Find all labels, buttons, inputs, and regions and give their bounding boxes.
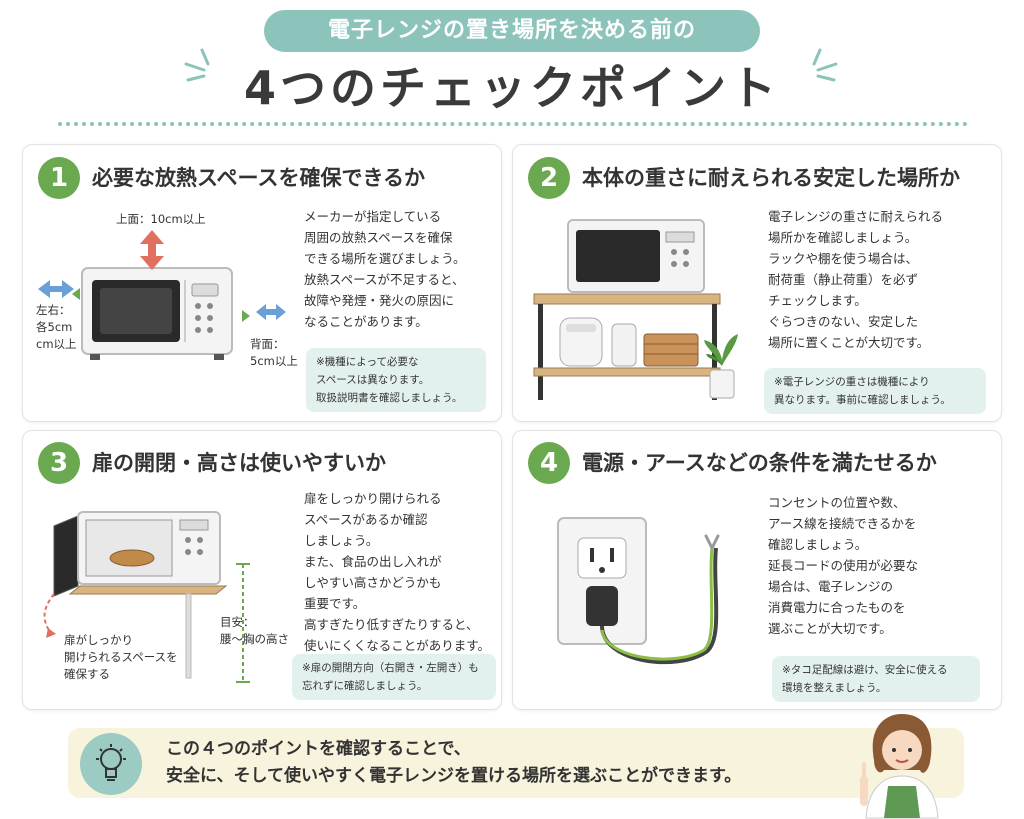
microwave-icon <box>81 267 233 360</box>
card-3-number: 3 <box>38 442 80 484</box>
card-1-title: 必要な放熱スペースを確保できるか <box>92 166 426 190</box>
label-height-guide: 目安： 腰〜胸の高さ <box>220 615 289 646</box>
label-back-clearance: 背面： 5cm以上 <box>250 337 298 368</box>
header-divider <box>58 122 968 126</box>
card-3-title: 扉の開閉・高さは使いやすいか <box>92 451 386 475</box>
top-clearance-arrow-icon <box>140 230 164 270</box>
height-guide-icon <box>236 563 250 683</box>
card-1-number: 1 <box>38 157 80 199</box>
card-2-number: 2 <box>528 157 570 199</box>
card-4-title: 電源・アースなどの条件を満たせるか <box>582 451 937 475</box>
sparkle-right-icon <box>812 48 838 82</box>
header-subtitle: 電子レンジの置き場所を決める前の <box>264 10 760 52</box>
label-side-clearance: 左右： 各5cm cm以上 <box>36 303 77 351</box>
card-2-title: 本体の重さに耐えられる安定した場所か <box>582 166 960 190</box>
label-door-space: 扉がしっかり 開けられるスペースを 確保する <box>64 633 178 681</box>
side-clearance-arrow-icon <box>38 280 74 298</box>
sparkle-left-icon <box>184 48 210 82</box>
lightbulb-icon <box>96 744 126 781</box>
card-1-body: メーカーが指定している周囲の放熱スペースを確保 できる場所を選びましょう。放熱ス… <box>304 209 466 329</box>
card-4-body: コンセントの位置や数、アース線を接続できるかを 確認しましょう。延長コードの使用… <box>768 495 919 636</box>
microwave-open-door-icon <box>43 511 228 679</box>
card-4-note: ※タコ足配線は避け、安全に使える環境を整えましょう。 <box>772 656 980 702</box>
rack-with-microwave-icon <box>533 219 721 400</box>
card-2-note: ※電子レンジの重さは機種により異なります。事前に確認しましょう。 <box>764 368 986 414</box>
summary-text: この４つのポイントを確認することで、 安全に、そして使いやすく電子レンジを置ける… <box>166 739 742 786</box>
back-clearance-arrow-icon <box>256 304 286 320</box>
card-2-body: 電子レンジの重さに耐えられる場所かを確認しましょう。 ラックや棚を使う場合は、耐… <box>768 209 944 350</box>
side-small-arrow-icon <box>72 288 80 300</box>
woman-pointing-icon <box>860 714 939 819</box>
card-1-note: ※機種によって必要なスペースは異なります。取扱説明書を確認しましょう。 <box>306 348 486 412</box>
plant-icon <box>704 334 738 399</box>
label-top-clearance: 上面：10cm以上 <box>116 212 206 226</box>
card-3-body: 扉をしっかり開けられるスペースがあるか確認 しましょう。また、食品の出し入れが … <box>304 491 491 653</box>
lightbulb-icon-bg <box>80 733 142 795</box>
card-4-number: 4 <box>528 442 570 484</box>
back-small-arrow-icon <box>242 310 250 322</box>
summary-banner <box>68 728 964 798</box>
page-title: 4つのチェックポイント <box>243 61 780 115</box>
card-3-note: ※扉の開閉方向（右開き・左開き）も忘れずに確認しましょう。 <box>292 654 496 700</box>
outlet-icon <box>557 517 720 665</box>
